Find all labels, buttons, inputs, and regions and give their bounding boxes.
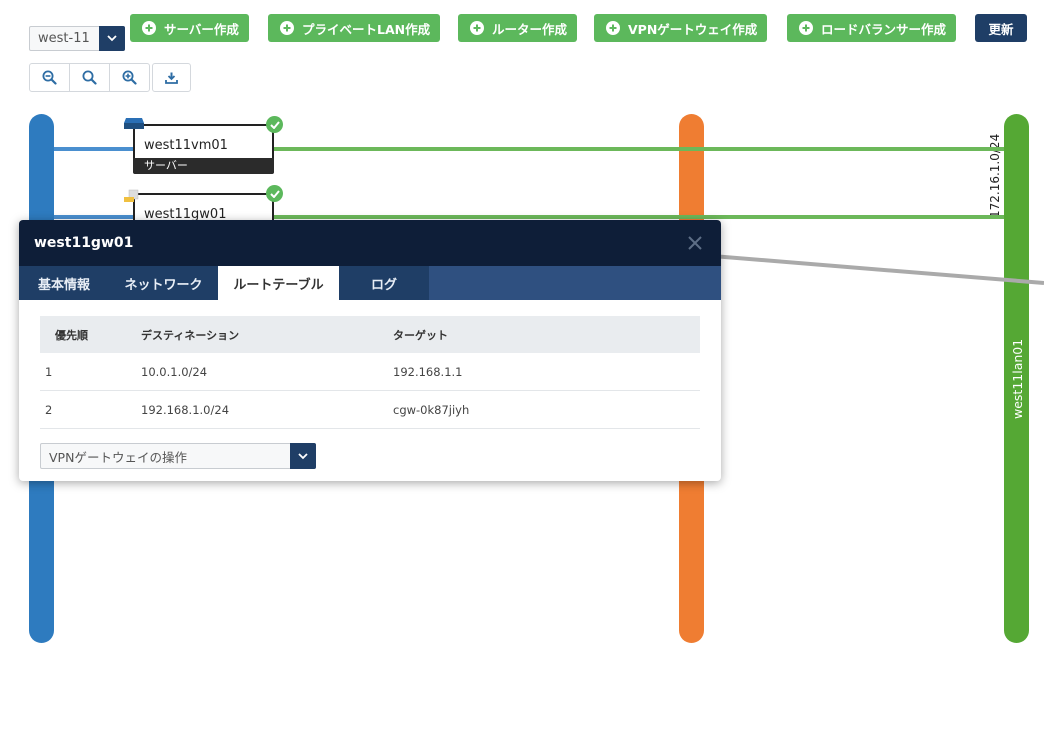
popup-tabs: 基本情報 ネットワーク ルートテーブル ログ	[19, 266, 721, 300]
private-lan-bar[interactable]: west11lan01	[1004, 114, 1029, 643]
row-target: 192.168.1.1	[392, 353, 700, 391]
gray-connection-line	[700, 253, 1044, 285]
create-server-button[interactable]: サーバー作成	[130, 14, 249, 42]
popup-header: west11gw01	[19, 220, 721, 266]
vpn-gateway-actions-value: VPNゲートウェイの操作	[49, 449, 187, 465]
zoom-out-icon	[42, 70, 57, 85]
create-load-balancer-label: ロードバランサー作成	[821, 21, 947, 37]
column-header-target: ターゲット	[392, 316, 700, 353]
download-icon	[165, 72, 178, 84]
connection-line	[274, 147, 1004, 151]
tab-network[interactable]: ネットワーク	[109, 266, 218, 300]
download-button[interactable]	[152, 63, 191, 92]
table-row: 1 10.0.1.0/24 192.168.1.1	[40, 353, 700, 391]
create-private-lan-label: プライベートLAN作成	[302, 21, 431, 37]
connection-line	[274, 215, 1004, 219]
zoom-out-button[interactable]	[30, 64, 70, 91]
zoom-in-button[interactable]	[110, 64, 149, 91]
server-node-name: west11vm01	[144, 138, 228, 153]
row-destination: 192.168.1.0/24	[140, 390, 392, 429]
row-priority: 1	[40, 353, 140, 391]
zone-select[interactable]: west-11	[29, 26, 125, 51]
create-load-balancer-button[interactable]: ロードバランサー作成	[787, 14, 957, 42]
zoom-reset-button[interactable]	[70, 64, 110, 91]
route-table-header: 優先順 デスティネーション ターゲット	[40, 316, 700, 353]
gateway-icon	[124, 189, 139, 202]
vpn-gateway-actions-select[interactable]: VPNゲートウェイの操作	[40, 443, 316, 469]
server-icon	[124, 118, 144, 129]
zoom-reset-icon	[82, 70, 97, 85]
plus-icon	[470, 21, 484, 35]
server-node-type: サーバー	[133, 158, 274, 174]
table-row: 2 192.168.1.0/24 cgw-0k87jiyh	[40, 390, 700, 429]
connection-line	[54, 147, 134, 151]
row-priority: 2	[40, 390, 140, 429]
gateway-detail-popup: west11gw01 基本情報 ネットワーク ルートテーブル ログ 優先順 デス…	[19, 220, 721, 481]
plus-icon	[142, 21, 156, 35]
popup-title: west11gw01	[34, 235, 134, 251]
plus-icon	[606, 21, 620, 35]
connection-line	[54, 215, 134, 219]
create-private-lan-button[interactable]: プライベートLAN作成	[268, 14, 441, 42]
create-router-label: ルーター作成	[492, 21, 568, 37]
tab-basic-info[interactable]: 基本情報	[19, 266, 109, 300]
tab-log[interactable]: ログ	[339, 266, 429, 300]
refresh-button[interactable]: 更新	[975, 14, 1027, 42]
status-ok-icon	[266, 116, 283, 133]
gateway-node-name: west11gw01	[144, 207, 227, 222]
tab-route-table[interactable]: ルートテーブル	[218, 266, 339, 300]
chevron-down-icon[interactable]	[99, 26, 125, 51]
create-vpn-gateway-button[interactable]: VPNゲートウェイ作成	[594, 14, 768, 42]
zone-select-value: west-11	[38, 31, 90, 46]
close-icon[interactable]	[687, 235, 703, 251]
zoom-controls	[29, 63, 150, 92]
chevron-down-icon[interactable]	[290, 443, 316, 469]
row-destination: 10.0.1.0/24	[140, 353, 392, 391]
lan-label: west11lan01	[1010, 338, 1025, 419]
create-router-button[interactable]: ルーター作成	[458, 14, 578, 42]
server-node[interactable]: west11vm01 サーバー	[133, 124, 274, 174]
create-server-label: サーバー作成	[164, 21, 239, 37]
zoom-in-icon	[122, 70, 137, 85]
column-header-priority: 優先順	[40, 316, 140, 353]
plus-icon	[799, 21, 813, 35]
plus-icon	[280, 21, 294, 35]
row-target: cgw-0k87jiyh	[392, 390, 700, 429]
column-header-destination: デスティネーション	[140, 316, 392, 353]
route-table: 優先順 デスティネーション ターゲット 1 10.0.1.0/24 192.16…	[40, 316, 700, 429]
status-ok-icon	[266, 185, 283, 202]
create-vpn-gateway-label: VPNゲートウェイ作成	[628, 21, 758, 37]
